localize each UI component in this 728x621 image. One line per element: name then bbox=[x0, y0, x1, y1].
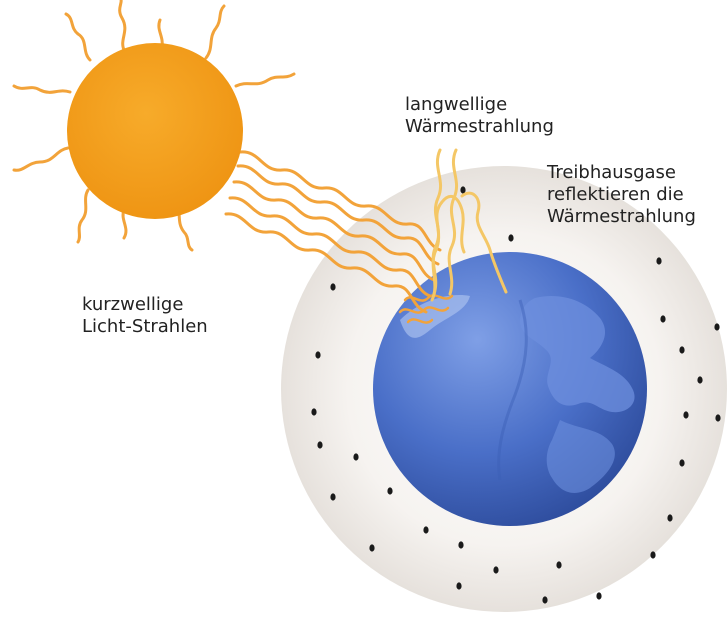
gas-particle bbox=[596, 592, 602, 600]
gas-particle bbox=[660, 315, 666, 323]
gas-particle bbox=[715, 414, 721, 422]
gas-particle bbox=[330, 283, 336, 291]
ray-impact bbox=[398, 294, 454, 324]
gas-particle bbox=[650, 551, 656, 559]
label-long-wave-heat-radiation: langwellige Wärmestrahlung bbox=[405, 94, 554, 137]
gas-particle bbox=[683, 411, 689, 419]
gas-particle bbox=[460, 186, 466, 194]
gas-particle bbox=[353, 453, 359, 461]
label-short-wave-light-rays: kurzwellige Licht-Strahlen bbox=[82, 294, 208, 337]
gas-particle bbox=[330, 493, 336, 501]
incoming-light-rays bbox=[224, 150, 442, 314]
gas-particle bbox=[315, 351, 321, 359]
label-greenhouse-gases: Treibhausgase reflektieren die Wärmestra… bbox=[547, 162, 696, 227]
gas-particle bbox=[697, 376, 703, 384]
gas-particle bbox=[311, 408, 317, 416]
gas-particle bbox=[423, 526, 429, 534]
gas-particle bbox=[456, 582, 462, 590]
gas-particle bbox=[317, 441, 323, 449]
gas-particle bbox=[679, 346, 685, 354]
gas-particle bbox=[679, 459, 685, 467]
gas-particle bbox=[387, 487, 393, 495]
earth bbox=[373, 252, 647, 526]
outgoing-heat-rays bbox=[430, 148, 508, 302]
gas-particle bbox=[458, 541, 464, 549]
gas-particle bbox=[493, 566, 499, 574]
gas-particle bbox=[508, 234, 514, 242]
gas-particle bbox=[656, 257, 662, 265]
gas-particle bbox=[369, 544, 375, 552]
gas-particle bbox=[542, 596, 548, 604]
gas-particle bbox=[714, 323, 720, 331]
greenhouse-gas-particles bbox=[311, 186, 721, 604]
gas-particle bbox=[667, 514, 673, 522]
gas-particle bbox=[556, 561, 562, 569]
sun bbox=[12, 0, 296, 252]
